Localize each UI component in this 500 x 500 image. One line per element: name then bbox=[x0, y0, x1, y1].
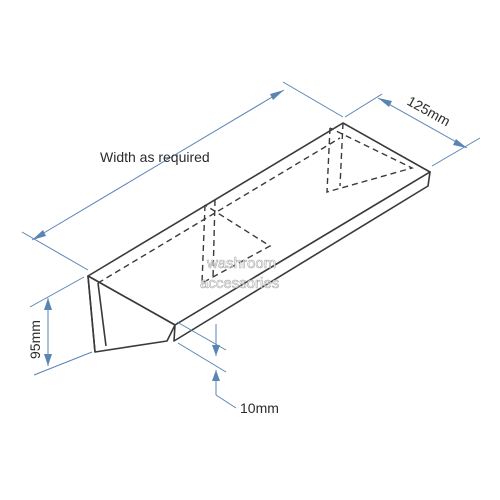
depth-dimension bbox=[344, 93, 481, 167]
shelf-back-edge bbox=[87, 275, 96, 353]
shelf-front-lip bbox=[173, 171, 431, 342]
width-dimension-line bbox=[31, 89, 285, 241]
shelf-back-hidden bbox=[97, 137, 341, 284]
height-dimension bbox=[29, 276, 93, 376]
width-dimension bbox=[21, 81, 344, 271]
bracket-left-hidden bbox=[201, 204, 272, 285]
width-arrow-left bbox=[32, 230, 46, 240]
width-label: Width as required bbox=[100, 149, 210, 165]
width-arrow-right bbox=[270, 90, 284, 100]
height-label: 95mm bbox=[27, 320, 43, 359]
depth-dimension-line bbox=[377, 97, 468, 149]
watermark-line-2: accessories bbox=[200, 275, 279, 292]
shelf-drawing bbox=[87, 122, 431, 353]
shelf-inner-edge bbox=[97, 282, 107, 347]
lip-label: 10mm bbox=[240, 400, 279, 416]
depth-label: 125mm bbox=[405, 93, 454, 130]
hidden-brackets bbox=[97, 122, 414, 285]
lip-dimension bbox=[176, 321, 237, 409]
watermark-line-1: washroom bbox=[206, 255, 276, 272]
bracket-right-hidden bbox=[326, 127, 414, 193]
